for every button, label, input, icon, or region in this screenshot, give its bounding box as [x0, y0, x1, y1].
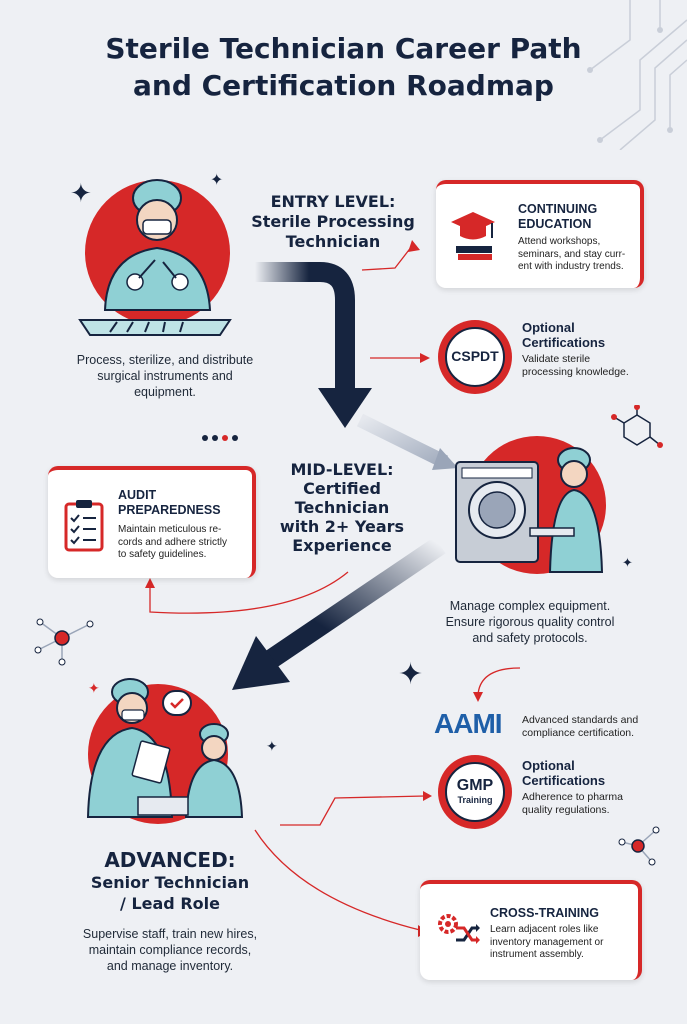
entry-title-line-1: ENTRY LEVEL: [270, 192, 396, 211]
circuit-decoration [587, 0, 687, 150]
supervisor-figures [86, 678, 244, 818]
gmp-badge: GMP Training [438, 755, 512, 829]
mid-title-line-4: with 2+ Years [279, 517, 405, 536]
continuing-education-text: Attend workshops, seminars, and stay cur… [518, 236, 625, 274]
continuing-education-card: CONTINUING EDUCATION Attend workshops, s… [436, 180, 644, 288]
ct-text-line-2: inventory management or [490, 936, 604, 948]
ct-text-line-3: instrument assembly. [490, 949, 584, 960]
aami-text-line-1: Advanced standards and [522, 714, 639, 726]
advanced-title-line-2: Senior Technician [90, 873, 250, 892]
technician-figure [78, 179, 232, 336]
audit-title: AUDIT PREPAREDNESS [118, 488, 221, 518]
ce-title-line-2: EDUCATION [518, 217, 592, 231]
aami-logo: AAMI [434, 708, 503, 739]
entry-title-line-2: Sterile Processing [251, 212, 415, 231]
entry-title-line-3: Technician [285, 232, 381, 251]
cspdt-badge-label: CSPDT [451, 348, 499, 364]
cspdt-info: Optional Certifications Validate sterile… [522, 320, 672, 379]
gmp-info: Optional Certifications Adherence to pha… [522, 758, 672, 817]
sparkle-icon: ✦ [266, 738, 278, 754]
cspdt-text-line-2: processing knowledge. [522, 366, 629, 378]
progress-dots [202, 428, 238, 446]
title-line-2: and Certification Roadmap [133, 69, 554, 102]
ct-text-line-1: Learn adjacent roles like [490, 924, 599, 935]
mid-title-line-3: Technician [294, 498, 390, 517]
gears-shuffle-icon [438, 914, 480, 944]
entry-illustration [55, 170, 255, 340]
cspdt-title-line-2: Certifications [522, 335, 606, 350]
entry-description: Process, sterilize, and distribute surgi… [45, 352, 285, 400]
cross-training-text: Learn adjacent roles like inventory mana… [490, 924, 603, 962]
advanced-title-line-1: ADVANCED: [104, 848, 236, 872]
molecule-icon [618, 826, 660, 866]
molecule-icon [611, 405, 663, 448]
cross-training-card: CROSS-TRAINING Learn adjacent roles like… [420, 880, 642, 980]
ce-text-line-2: seminars, and stay curr- [518, 248, 626, 260]
ce-text-line-3: ent with industry trends. [518, 261, 624, 272]
network-node-icon [34, 618, 94, 666]
gmp-badge-sublabel: Training [457, 795, 493, 805]
mid-level-title: MID-LEVEL: Certified Technician with 2+ … [262, 460, 422, 555]
cspdt-text-line-1: Validate sterile [522, 353, 591, 365]
entry-desc-line-2: surgical instruments and [97, 369, 233, 383]
advanced-desc-line-2: maintain compliance records, [88, 943, 252, 957]
advanced-title: ADVANCED: Senior Technician / Lead Role [70, 848, 270, 914]
sparkle-icon: ✦ [210, 172, 224, 189]
audit-title-line-2: PREPAREDNESS [118, 503, 221, 517]
gmp-text-line-1: Adherence to pharma [522, 791, 623, 803]
aami-text: Advanced standards and compliance certif… [522, 714, 638, 740]
gmp-text-line-2: quality regulations. [522, 804, 610, 816]
aami-text-line-2: compliance certification. [522, 727, 635, 739]
sparkle-icon: ✦ [622, 555, 633, 570]
cspdt-badge: CSPDT [438, 320, 512, 394]
clipboard-checklist-icon [64, 500, 104, 552]
gmp-title-line-1: Optional [522, 758, 575, 773]
mid-desc-line-3: and safety protocols. [472, 631, 588, 645]
gmp-badge-label: GMP [456, 777, 494, 794]
audit-text: Maintain meticulous re- cords and adhere… [118, 524, 227, 562]
audit-title-line-1: AUDIT [118, 488, 157, 502]
page-title: Sterile Technician Career Path and Certi… [0, 30, 687, 104]
advanced-desc-line-3: and manage inventory. [106, 959, 234, 973]
gmp-title-line-2: Certifications [522, 773, 606, 788]
audit-text-line-3: to safety guidelines. [118, 549, 207, 560]
mid-title-line-5: Experience [292, 536, 392, 555]
cross-training-title: CROSS-TRAINING [490, 906, 600, 920]
entry-desc-line-3: equipment. [134, 385, 196, 399]
mid-illustration [452, 432, 612, 582]
advanced-illustration [80, 672, 250, 824]
audit-text-line-1: Maintain meticulous re- [118, 524, 222, 535]
audit-preparedness-card: AUDIT PREPAREDNESS Maintain meticulous r… [48, 466, 256, 578]
continuing-education-title: CONTINUING EDUCATION [518, 202, 597, 232]
mid-desc-line-2: Ensure rigorous quality control [445, 615, 615, 629]
mid-desc-line-1: Manage complex equipment. [449, 599, 611, 613]
down-arrowhead [318, 388, 372, 428]
entry-level-title: ENTRY LEVEL: Sterile Processing Technici… [248, 192, 418, 252]
sparkle-icon: ✦ [88, 680, 100, 696]
checkmark-bubble-icon [162, 690, 192, 716]
audit-text-line-2: cords and adhere strictly [118, 536, 227, 548]
sparkle-icon: ✦ [398, 658, 424, 691]
ce-title-line-1: CONTINUING [518, 202, 598, 216]
diag-arrowhead [232, 636, 290, 690]
sparkle-icon: ✦ [70, 178, 92, 208]
graduation-cap-icon [451, 212, 495, 260]
sterilizer-machine [455, 447, 604, 573]
entry-desc-line-1: Process, sterilize, and distribute [76, 353, 254, 367]
mid-title-line-1: MID-LEVEL: [290, 460, 394, 479]
ce-text-line-1: Attend workshops, [518, 236, 601, 247]
mid-description: Manage complex equipment. Ensure rigorou… [420, 598, 640, 646]
advanced-desc-line-1: Supervise staff, train new hires, [82, 927, 258, 941]
cspdt-title-line-1: Optional [522, 320, 575, 335]
advanced-title-line-3: / Lead Role [120, 894, 220, 913]
title-line-1: Sterile Technician Career Path [105, 32, 582, 65]
advanced-description: Supervise staff, train new hires, mainta… [48, 926, 292, 974]
mid-title-line-2: Certified [303, 479, 381, 498]
